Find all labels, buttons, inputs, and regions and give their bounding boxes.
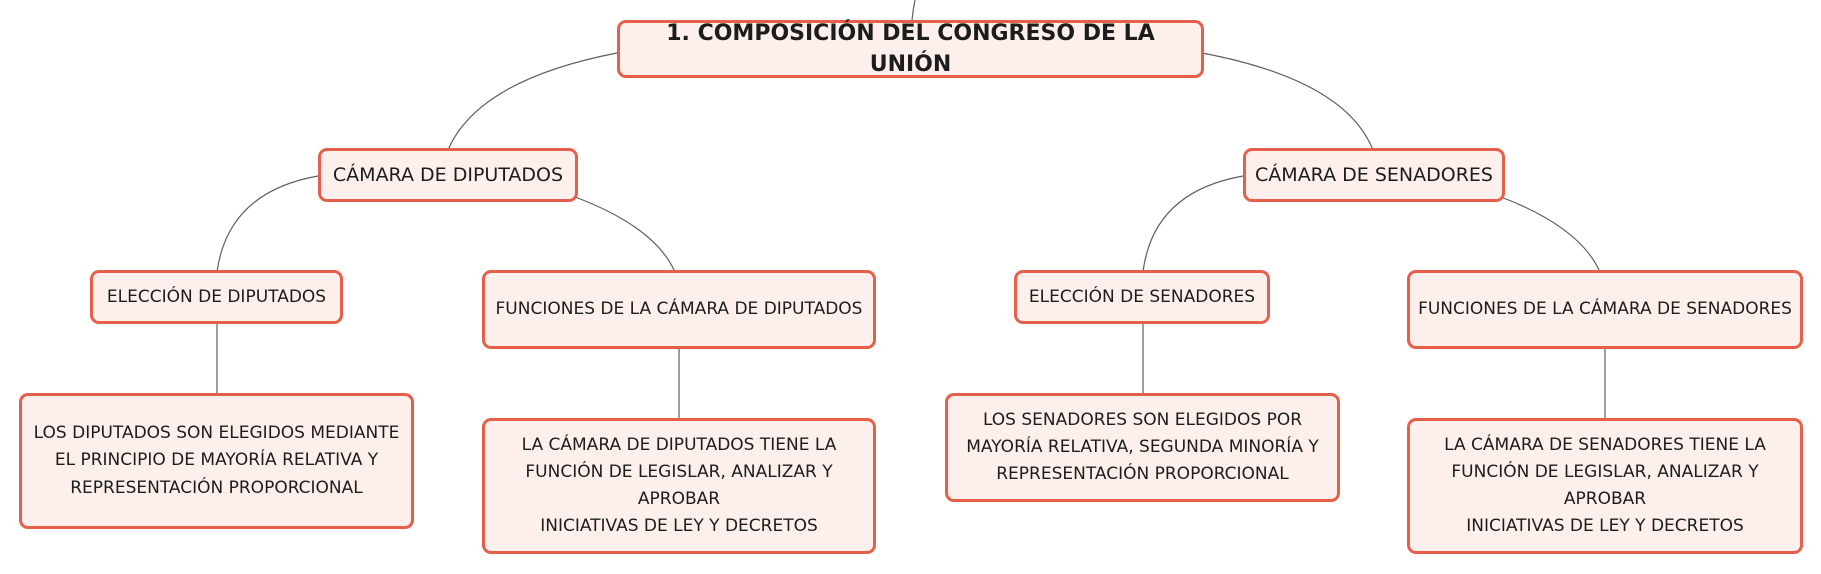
eleccion-diputados-label: ELECCIÓN DE DIPUTADOS [106, 286, 327, 307]
eleccion-senadores-label: ELECCIÓN DE SENADORES [1028, 286, 1256, 307]
detail-line: INICIATIVAS DE LEY Y DECRETOS [1466, 516, 1744, 537]
eleccion-diputados-detail-text: LOS DIPUTADOS SON ELEGIDOS MEDIANTE EL P… [34, 420, 400, 502]
connector-senadores-eleccion [1142, 175, 1244, 273]
camara-senadores-node[interactable]: CÁMARA DE SENADORES [1243, 148, 1505, 202]
camara-diputados-label: CÁMARA DE DIPUTADOS [332, 163, 564, 186]
eleccion-senadores-detail-node[interactable]: LOS SENADORES SON ELEGIDOS POR MAYORÍA R… [945, 393, 1340, 502]
eleccion-diputados-detail-node[interactable]: LOS DIPUTADOS SON ELEGIDOS MEDIANTE EL P… [19, 393, 414, 529]
detail-line: REPRESENTACIÓN PROPORCIONAL [70, 477, 363, 498]
connector-root-senadores [1201, 52, 1374, 151]
camara-senadores-label: CÁMARA DE SENADORES [1255, 163, 1493, 186]
detail-line: EL PRINCIPIO DE MAYORÍA RELATIVA Y [54, 450, 379, 471]
detail-line: LA CÁMARA DE SENADORES TIENE LA [1444, 434, 1766, 455]
connector-diputados-eleccion [216, 175, 319, 273]
funciones-diputados-detail-node[interactable]: LA CÁMARA DE DIPUTADOS TIENE LA FUNCIÓN … [482, 418, 876, 554]
root-label: 1. COMPOSICIÓN DEL CONGRESO DE LA UNIÓN [666, 20, 1155, 77]
detail-line: REPRESENTACIÓN PROPORCIONAL [996, 464, 1289, 485]
detail-line: MAYORÍA RELATIVA, SEGUNDA MINORÍA Y [966, 436, 1319, 457]
eleccion-senadores-detail-text: LOS SENADORES SON ELEGIDOS POR MAYORÍA R… [966, 407, 1318, 489]
camara-diputados-node[interactable]: CÁMARA DE DIPUTADOS [318, 148, 578, 202]
funciones-senadores-node[interactable]: FUNCIONES DE LA CÁMARA DE SENADORES [1407, 270, 1803, 349]
funciones-diputados-node[interactable]: FUNCIONES DE LA CÁMARA DE DIPUTADOS [482, 270, 876, 349]
detail-line: LOS DIPUTADOS SON ELEGIDOS MEDIANTE [33, 423, 400, 444]
detail-line: FUNCIÓN DE LEGISLAR, ANALIZAR Y APROBAR [1451, 461, 1759, 509]
connector-senadores-funciones [1500, 196, 1601, 273]
detail-line: INICIATIVAS DE LEY Y DECRETOS [540, 516, 818, 537]
detail-line: LA CÁMARA DE DIPUTADOS TIENE LA [521, 434, 837, 455]
eleccion-senadores-node[interactable]: ELECCIÓN DE SENADORES [1014, 270, 1270, 324]
eleccion-diputados-node[interactable]: ELECCIÓN DE DIPUTADOS [90, 270, 343, 324]
funciones-senadores-detail-text: LA CÁMARA DE SENADORES TIENE LA FUNCIÓN … [1416, 432, 1794, 541]
detail-line: FUNCIÓN DE LEGISLAR, ANALIZAR Y APROBAR [525, 461, 833, 509]
root-node[interactable]: 1. COMPOSICIÓN DEL CONGRESO DE LA UNIÓN [617, 20, 1204, 78]
funciones-senadores-detail-node[interactable]: LA CÁMARA DE SENADORES TIENE LA FUNCIÓN … [1407, 418, 1803, 554]
connector-diputados-funciones [574, 196, 676, 273]
detail-line: LOS SENADORES SON ELEGIDOS POR [982, 409, 1303, 430]
funciones-diputados-detail-text: LA CÁMARA DE DIPUTADOS TIENE LA FUNCIÓN … [491, 432, 867, 541]
connector-root-diputados [447, 52, 618, 151]
connector-parent-root [911, 0, 916, 21]
funciones-diputados-label: FUNCIONES DE LA CÁMARA DE DIPUTADOS [495, 299, 863, 320]
funciones-senadores-label: FUNCIONES DE LA CÁMARA DE SENADORES [1418, 299, 1792, 320]
